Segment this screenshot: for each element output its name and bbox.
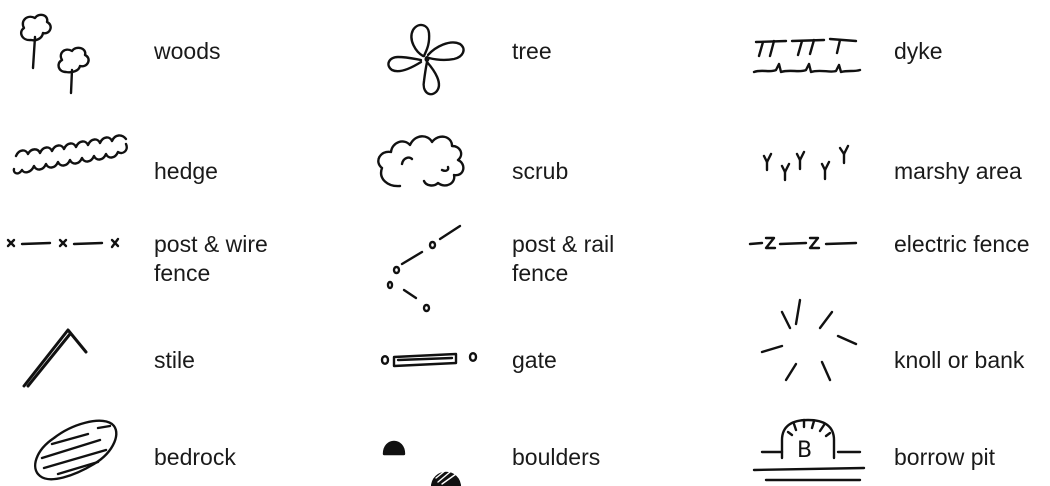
stile-icon (22, 328, 88, 388)
dyke-label: dyke (894, 38, 943, 64)
marsh-icon (762, 144, 850, 182)
borrow-pit-label: borrow pit (894, 444, 995, 470)
boulders-label: boulders (512, 444, 601, 470)
gate-icon (380, 352, 478, 368)
borrow-pit-letter: B (797, 438, 813, 463)
electric-fence-label: electric fence (894, 231, 1030, 257)
post-rail-fence-icon (386, 224, 462, 313)
scrub-icon (377, 135, 465, 188)
knoll-or-bank-label: knoll or bank (894, 347, 1025, 373)
electric-fence-icon (748, 236, 858, 250)
post-wire-fence-label: post & wire fence (154, 231, 268, 286)
boulders-icon (382, 440, 461, 486)
dyke-icon (752, 37, 862, 74)
tree-icon (387, 23, 465, 96)
woods-icon (20, 13, 90, 95)
tree-label: tree (512, 38, 552, 64)
borrow-pit-icon (752, 418, 866, 482)
knoll-icon (760, 298, 858, 382)
hedge-icon (12, 134, 128, 175)
bedrock-icon (34, 419, 118, 481)
stile-label: stile (154, 347, 195, 373)
woods-label: woods (154, 38, 221, 64)
marshy-area-label: marshy area (894, 158, 1022, 184)
bedrock-label: bedrock (154, 444, 236, 470)
hedge-label: hedge (154, 158, 218, 184)
post-wire-fence-icon (6, 237, 120, 249)
gate-label: gate (512, 347, 557, 373)
post-rail-fence-label: post & rail fence (512, 231, 615, 286)
scrub-label: scrub (512, 158, 569, 184)
